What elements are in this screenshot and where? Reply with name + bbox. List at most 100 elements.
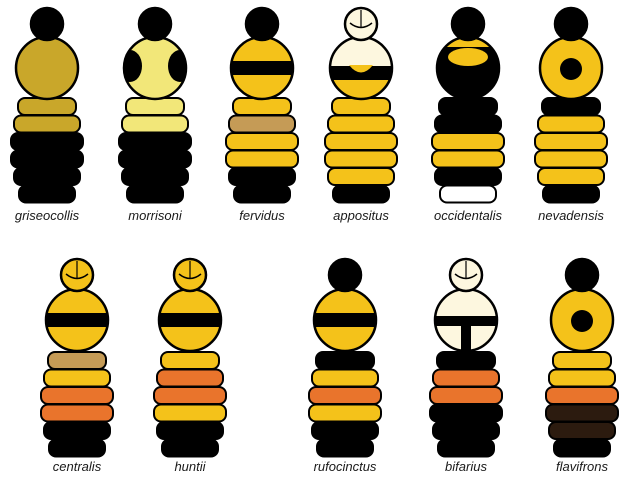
bee-specimen [11, 8, 83, 203]
abdomen-band [554, 440, 610, 457]
abdomen-band [543, 186, 599, 203]
thorax-center-spot [560, 58, 582, 80]
thorax-side-spot [118, 50, 142, 82]
bee-specimen [226, 8, 298, 203]
abdomen-band [312, 370, 378, 387]
thorax-pattern [330, 65, 392, 100]
abdomen-band [226, 133, 298, 150]
abdomen-band [122, 116, 188, 133]
abdomen-band [430, 387, 502, 404]
abdomen-band [312, 422, 378, 439]
abdomen-band [19, 186, 75, 203]
abdomen-band [546, 405, 618, 422]
species-label: griseocollis [15, 208, 80, 223]
abdomen-band [546, 387, 618, 404]
thorax-pattern [560, 58, 582, 80]
bee-specimen [309, 259, 381, 457]
species-label: huntii [174, 459, 206, 474]
abdomen-band [154, 387, 226, 404]
thorax-side-spot [168, 50, 192, 82]
abdomen-band [437, 352, 495, 369]
abdomen-band [309, 405, 381, 422]
species-label: flavifrons [556, 459, 609, 474]
abdomen-band [440, 186, 496, 203]
thorax-stem [461, 318, 471, 354]
abdomen-band [317, 440, 373, 457]
abdomen-band [549, 370, 615, 387]
bee-specimen [430, 259, 502, 457]
abdomen-band [325, 133, 397, 150]
species-label: appositus [333, 208, 389, 223]
abdomen-band [41, 387, 113, 404]
abdomen-band [44, 422, 110, 439]
abdomen-band [432, 151, 504, 168]
abdomen-band [549, 422, 615, 439]
abdomen-band [333, 186, 389, 203]
abdomen-band [535, 151, 607, 168]
species-label: fervidus [239, 208, 285, 223]
abdomen-band [328, 168, 394, 185]
thorax-top-spot [448, 48, 488, 66]
abdomen-band [122, 168, 188, 185]
abdomen-band [233, 98, 291, 115]
thorax-pattern [314, 313, 376, 327]
thorax-band [46, 313, 108, 327]
abdomen-band [14, 168, 80, 185]
thorax-pattern [571, 310, 593, 332]
abdomen-band [127, 186, 183, 203]
abdomen-band [538, 168, 604, 185]
species-label: nevadensis [538, 208, 604, 223]
bee-specimen [41, 259, 113, 457]
abdomen-band [49, 440, 105, 457]
bee-specimen [325, 8, 397, 203]
abdomen-band [119, 133, 191, 150]
abdomen-band [157, 422, 223, 439]
abdomen-band [11, 133, 83, 150]
bee-specimen [432, 8, 504, 203]
abdomen-band [438, 440, 494, 457]
abdomen-band [229, 116, 295, 133]
thorax-pattern [231, 61, 293, 75]
abdomen-band [126, 98, 184, 115]
abdomen-band [553, 352, 611, 369]
thorax-band [159, 313, 221, 327]
species-label: centralis [53, 459, 102, 474]
abdomen-band [229, 168, 295, 185]
thorax-band [314, 313, 376, 327]
bee-specimen [535, 8, 607, 203]
abdomen-band [226, 151, 298, 168]
species-label: morrisoni [128, 208, 183, 223]
thorax-center-spot [571, 310, 593, 332]
abdomen-band [234, 186, 290, 203]
bee-specimen [546, 259, 618, 457]
abdomen-band [41, 405, 113, 422]
abdomen-band [433, 370, 499, 387]
thorax-pattern [46, 313, 108, 327]
thorax-pattern [159, 313, 221, 327]
abdomen-band [542, 98, 600, 115]
abdomen-band [157, 370, 223, 387]
abdomen-band [332, 98, 390, 115]
abdomen-band [435, 168, 501, 185]
thorax-band [231, 61, 293, 75]
bee-specimen [154, 259, 226, 457]
species-label: rufocinctus [314, 459, 377, 474]
abdomen-band [11, 151, 83, 168]
abdomen-band [316, 352, 374, 369]
species-label: bifarius [445, 459, 487, 474]
abdomen-band [430, 405, 502, 422]
abdomen-band [325, 151, 397, 168]
abdomen-band [328, 116, 394, 133]
species-label: occidentalis [434, 208, 502, 223]
abdomen-band [119, 151, 191, 168]
abdomen-band [154, 405, 226, 422]
abdomen-band [439, 98, 497, 115]
abdomen-band [161, 352, 219, 369]
abdomen-band [14, 116, 80, 133]
abdomen-band [309, 387, 381, 404]
abdomen-band [432, 133, 504, 150]
abdomen-band [535, 133, 607, 150]
abdomen-band [48, 352, 106, 369]
abdomen-band [162, 440, 218, 457]
